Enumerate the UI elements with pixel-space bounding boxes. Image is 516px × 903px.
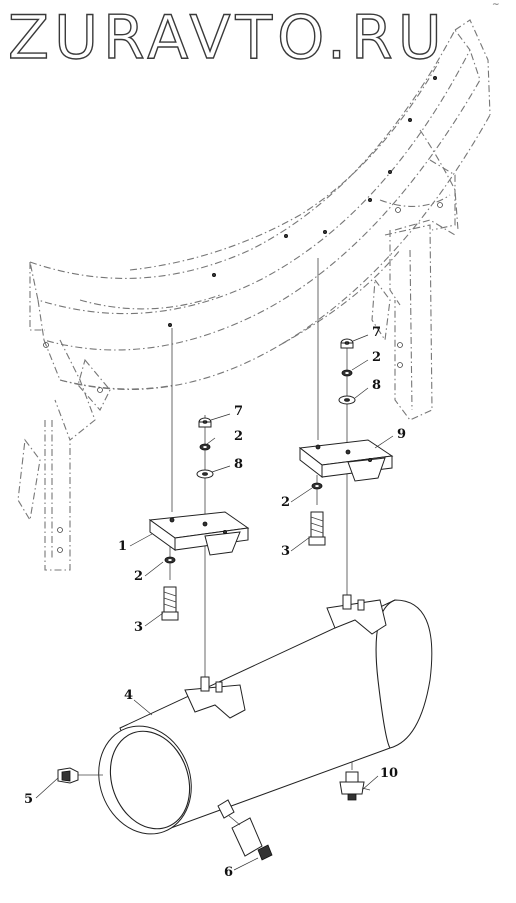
drain-valve: [217, 799, 273, 861]
callout-5: 5: [24, 792, 34, 807]
callout-2-left-top: 2: [234, 429, 244, 444]
callout-7-right: 7: [372, 325, 382, 340]
nut-left: [198, 417, 212, 428]
lock-washer-left-top: [199, 443, 211, 451]
end-fitting: [57, 767, 103, 784]
callout-8-right: 8: [372, 378, 382, 393]
cross-member-holes: [167, 76, 437, 327]
callout-10: 10: [380, 766, 399, 781]
callout-6: 6: [224, 865, 234, 880]
nut-right: [340, 338, 354, 349]
lock-washer-left-bottom: [164, 556, 176, 564]
bolt-right: [308, 511, 326, 546]
right-frame-bracket: [371, 159, 456, 421]
callout-4: 4: [124, 688, 134, 703]
drain-tap: [339, 771, 371, 801]
corner-mark: ~: [492, 0, 500, 10]
flat-washer-right: [338, 395, 356, 405]
watermark-text: ZURAVTO.RU: [8, 3, 447, 72]
left-frame-bracket: [17, 262, 111, 571]
mounting-bracket-right: [298, 439, 394, 482]
bolt-left: [161, 586, 179, 621]
tank-saddle-right: [326, 594, 387, 635]
frame-cross-member: [29, 19, 491, 391]
callout-2-right-top: 2: [372, 350, 382, 365]
callout-9: 9: [397, 427, 407, 442]
callout-8-left: 8: [234, 457, 244, 472]
callout-2-left-bottom: 2: [134, 569, 144, 584]
callout-3-right: 3: [281, 544, 291, 559]
mounting-bracket-left: [148, 511, 250, 556]
leader-lines: [35, 334, 394, 871]
callout-1: 1: [118, 539, 128, 554]
lock-washer-right-bottom: [311, 482, 323, 490]
callout-2-right-bottom: 2: [281, 495, 291, 510]
watermark-logo: ZURAVTO.RU: [7, 2, 447, 72]
lock-washer-right-top: [341, 369, 353, 377]
tank-saddle-left: [184, 676, 246, 719]
callout-3-left: 3: [134, 620, 144, 635]
callout-7-left: 7: [234, 404, 244, 419]
flat-washer-left: [196, 469, 214, 479]
air-receiver-tank: [98, 599, 433, 835]
